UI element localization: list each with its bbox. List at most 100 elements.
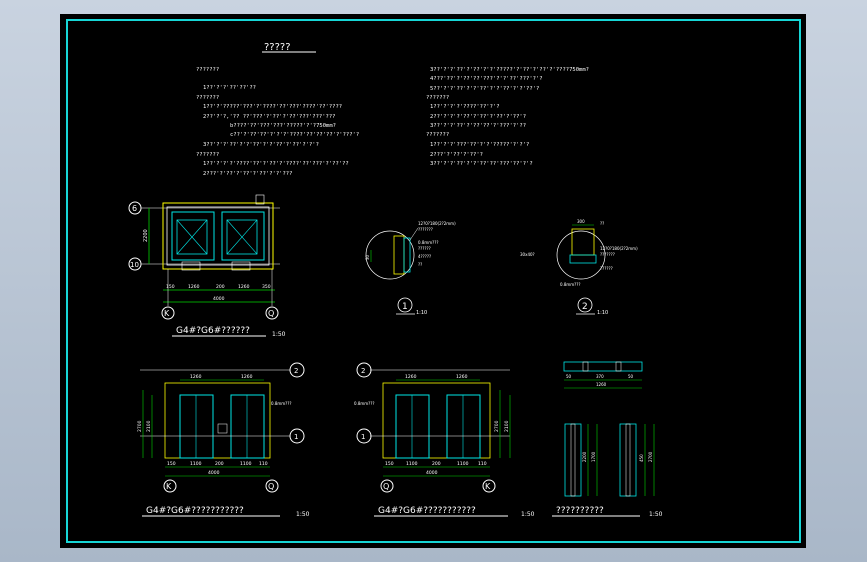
- axis-label: K: [485, 482, 491, 491]
- notes-left: ??????? 1??'?'?'??'??'?? ??????? 1??'?'?…: [196, 67, 359, 177]
- elev1-scale: 1:50: [296, 511, 310, 518]
- detail-note: ??: [418, 262, 422, 267]
- axis-label: 10: [130, 261, 139, 269]
- dim-text: 110: [478, 461, 487, 467]
- axis-label: Q: [383, 482, 389, 491]
- axis-label: K: [164, 309, 170, 318]
- dim-text: 200: [432, 461, 441, 467]
- detail-note: 4?????: [418, 254, 431, 259]
- dim-text: 200: [216, 284, 225, 290]
- dim-text: 350: [262, 284, 271, 290]
- dim-text: 1700: [591, 451, 596, 462]
- call-button-panel: [217, 423, 228, 434]
- dim-text: 1260: [188, 284, 200, 290]
- elev-wall: [164, 382, 271, 459]
- elev2-caption: G4#?G6#???????????: [378, 506, 476, 516]
- axis-label: Q: [268, 309, 274, 318]
- elev-note: 0.8mm???: [271, 401, 292, 406]
- detail-note: 0.8mm???: [418, 240, 439, 245]
- plan-wall-outline: [162, 202, 274, 270]
- dim-text: 450: [639, 454, 644, 462]
- note-left-line: 2??'?'?,'?? ??'???'?'??'?'??'???'???'???: [203, 114, 335, 120]
- level-bubble: [289, 362, 305, 378]
- note-right-line: 1??'?'?'???'??'?'?'?????'?'?'?: [430, 142, 529, 148]
- car-right-cross: [226, 219, 258, 255]
- note-right-line: 3??'?'?'??'?'?'??'??'???'??'?'?: [430, 161, 533, 167]
- dim-text: 1260: [596, 382, 607, 387]
- level-label: 1: [361, 433, 365, 441]
- dim-text: 150: [166, 284, 175, 290]
- note-right-line: 4???'??'?'??'??'???'?'?'??'???'?'?: [430, 76, 543, 82]
- elevation-1: 2 1 1260 1260 2700 2100 0.8mm??? 150 110…: [137, 362, 310, 518]
- note-right-line: 5??'?'?'??'?'?'??'?'?'??'?'?'??'?: [430, 86, 539, 92]
- detail-note: ??????: [418, 246, 431, 251]
- dim-text: 4000: [208, 470, 220, 476]
- dim-text: 2100: [146, 420, 152, 432]
- dim-text: 1100: [240, 461, 252, 467]
- note-left-line: ???????: [196, 152, 219, 158]
- note-left-line: ???????: [196, 67, 219, 73]
- level-bubble: [356, 362, 372, 378]
- axis-bubble: [265, 479, 279, 493]
- dim-text: 150: [385, 461, 394, 467]
- detail-note: ???????: [418, 227, 433, 232]
- level-bubble: [289, 428, 305, 444]
- sill-profile: [563, 361, 643, 372]
- dim-text: 2700: [648, 451, 653, 462]
- dim-text: 1260: [190, 374, 202, 380]
- detail-note: 30x40?: [520, 252, 535, 257]
- sheet-border: [66, 19, 801, 543]
- car-left: [176, 219, 208, 255]
- plan-scale: 1:50: [272, 331, 286, 338]
- detail-2: 300 ?? 12?0?180(2?2mm) ??????? ?????? 0.…: [520, 219, 638, 316]
- detail-note: ??: [600, 221, 604, 226]
- level-label: 2: [294, 367, 298, 375]
- detail-3: 50 370 50 1260 2200 1700 450 2700 ??????…: [552, 361, 663, 518]
- dim-text: 50: [628, 374, 634, 379]
- note-right-line: 3??'?'?'??'?'??'?'?'?????'?'??'?'??'?'??…: [430, 67, 589, 73]
- note-left-line: c??'?'??'??'?'?'?'????'??'??'??'?'???'?: [230, 132, 359, 138]
- elev-wall: [382, 382, 491, 459]
- note-left-line: 2???'?'??'?'??'?'??'?'?'???: [203, 171, 292, 177]
- elevation-2: 2 1 1260 1260 2700 2100 0.8mm??? 150 110…: [354, 362, 535, 518]
- elev-door-left: [179, 394, 214, 459]
- elev-note: 0.8mm???: [354, 401, 375, 406]
- shaft-right: [221, 211, 265, 261]
- axis-label: 6: [132, 204, 137, 213]
- note-left-line: 1??'?'?????'???'?'????'??'???'????'??'??…: [203, 104, 342, 110]
- leader: [409, 227, 419, 241]
- note-right-line: 2???'?'??'?'??'?: [430, 152, 483, 158]
- dim-text: 1260: [238, 284, 250, 290]
- note-left-line: 3??'?'?'??'?'?'??'?'?'??'?'??'?'?'?: [203, 142, 319, 148]
- note-right-line: 2??'?'?'?'??'?'??'?'??'?'??'?: [430, 114, 526, 120]
- level-bubble: [356, 428, 372, 444]
- car-right: [226, 219, 258, 255]
- dim-text: 30: [365, 254, 370, 260]
- dim-text: 150: [167, 461, 176, 467]
- note-right-line: ???????: [426, 95, 449, 101]
- detail-note: 12?0?180(2?2mm): [600, 246, 638, 251]
- drawing-title: ?????: [264, 42, 291, 53]
- plan-chimney: [255, 194, 265, 205]
- note-left-line: 1??'?'?'??'??'??: [203, 85, 256, 91]
- detail-number: 2: [582, 302, 588, 312]
- dim-text: 2100: [504, 420, 510, 432]
- notes-right: 3??'?'?'??'?'??'?'?'?????'?'??'?'??'?'??…: [426, 67, 589, 167]
- detail-1: 30 12?0?180(2?2mm) ??????? 0.8mm??? ????…: [365, 221, 456, 316]
- dim-text: 1260: [241, 374, 253, 380]
- axis-label: Q: [268, 482, 274, 491]
- detail-scale: 1:10: [597, 310, 608, 316]
- sill-joint: [615, 361, 622, 372]
- plan-view: 6 10 2200 150 1260 200 1260 350 4000: [128, 194, 286, 338]
- dim-text: 50: [566, 374, 572, 379]
- axis-bubble: [265, 306, 279, 320]
- car-left-cross: [176, 219, 208, 255]
- detail3-scale: 1:50: [649, 511, 663, 518]
- elev1-caption: G4#?G6#???????????: [146, 506, 244, 516]
- note-left-line: 1??'?'?'?'????'??'?'??'?'????'??'???'?'?…: [203, 161, 349, 167]
- door-right: [231, 261, 251, 271]
- dim-text: 4000: [213, 296, 225, 302]
- detail-scale: 1:10: [416, 310, 427, 316]
